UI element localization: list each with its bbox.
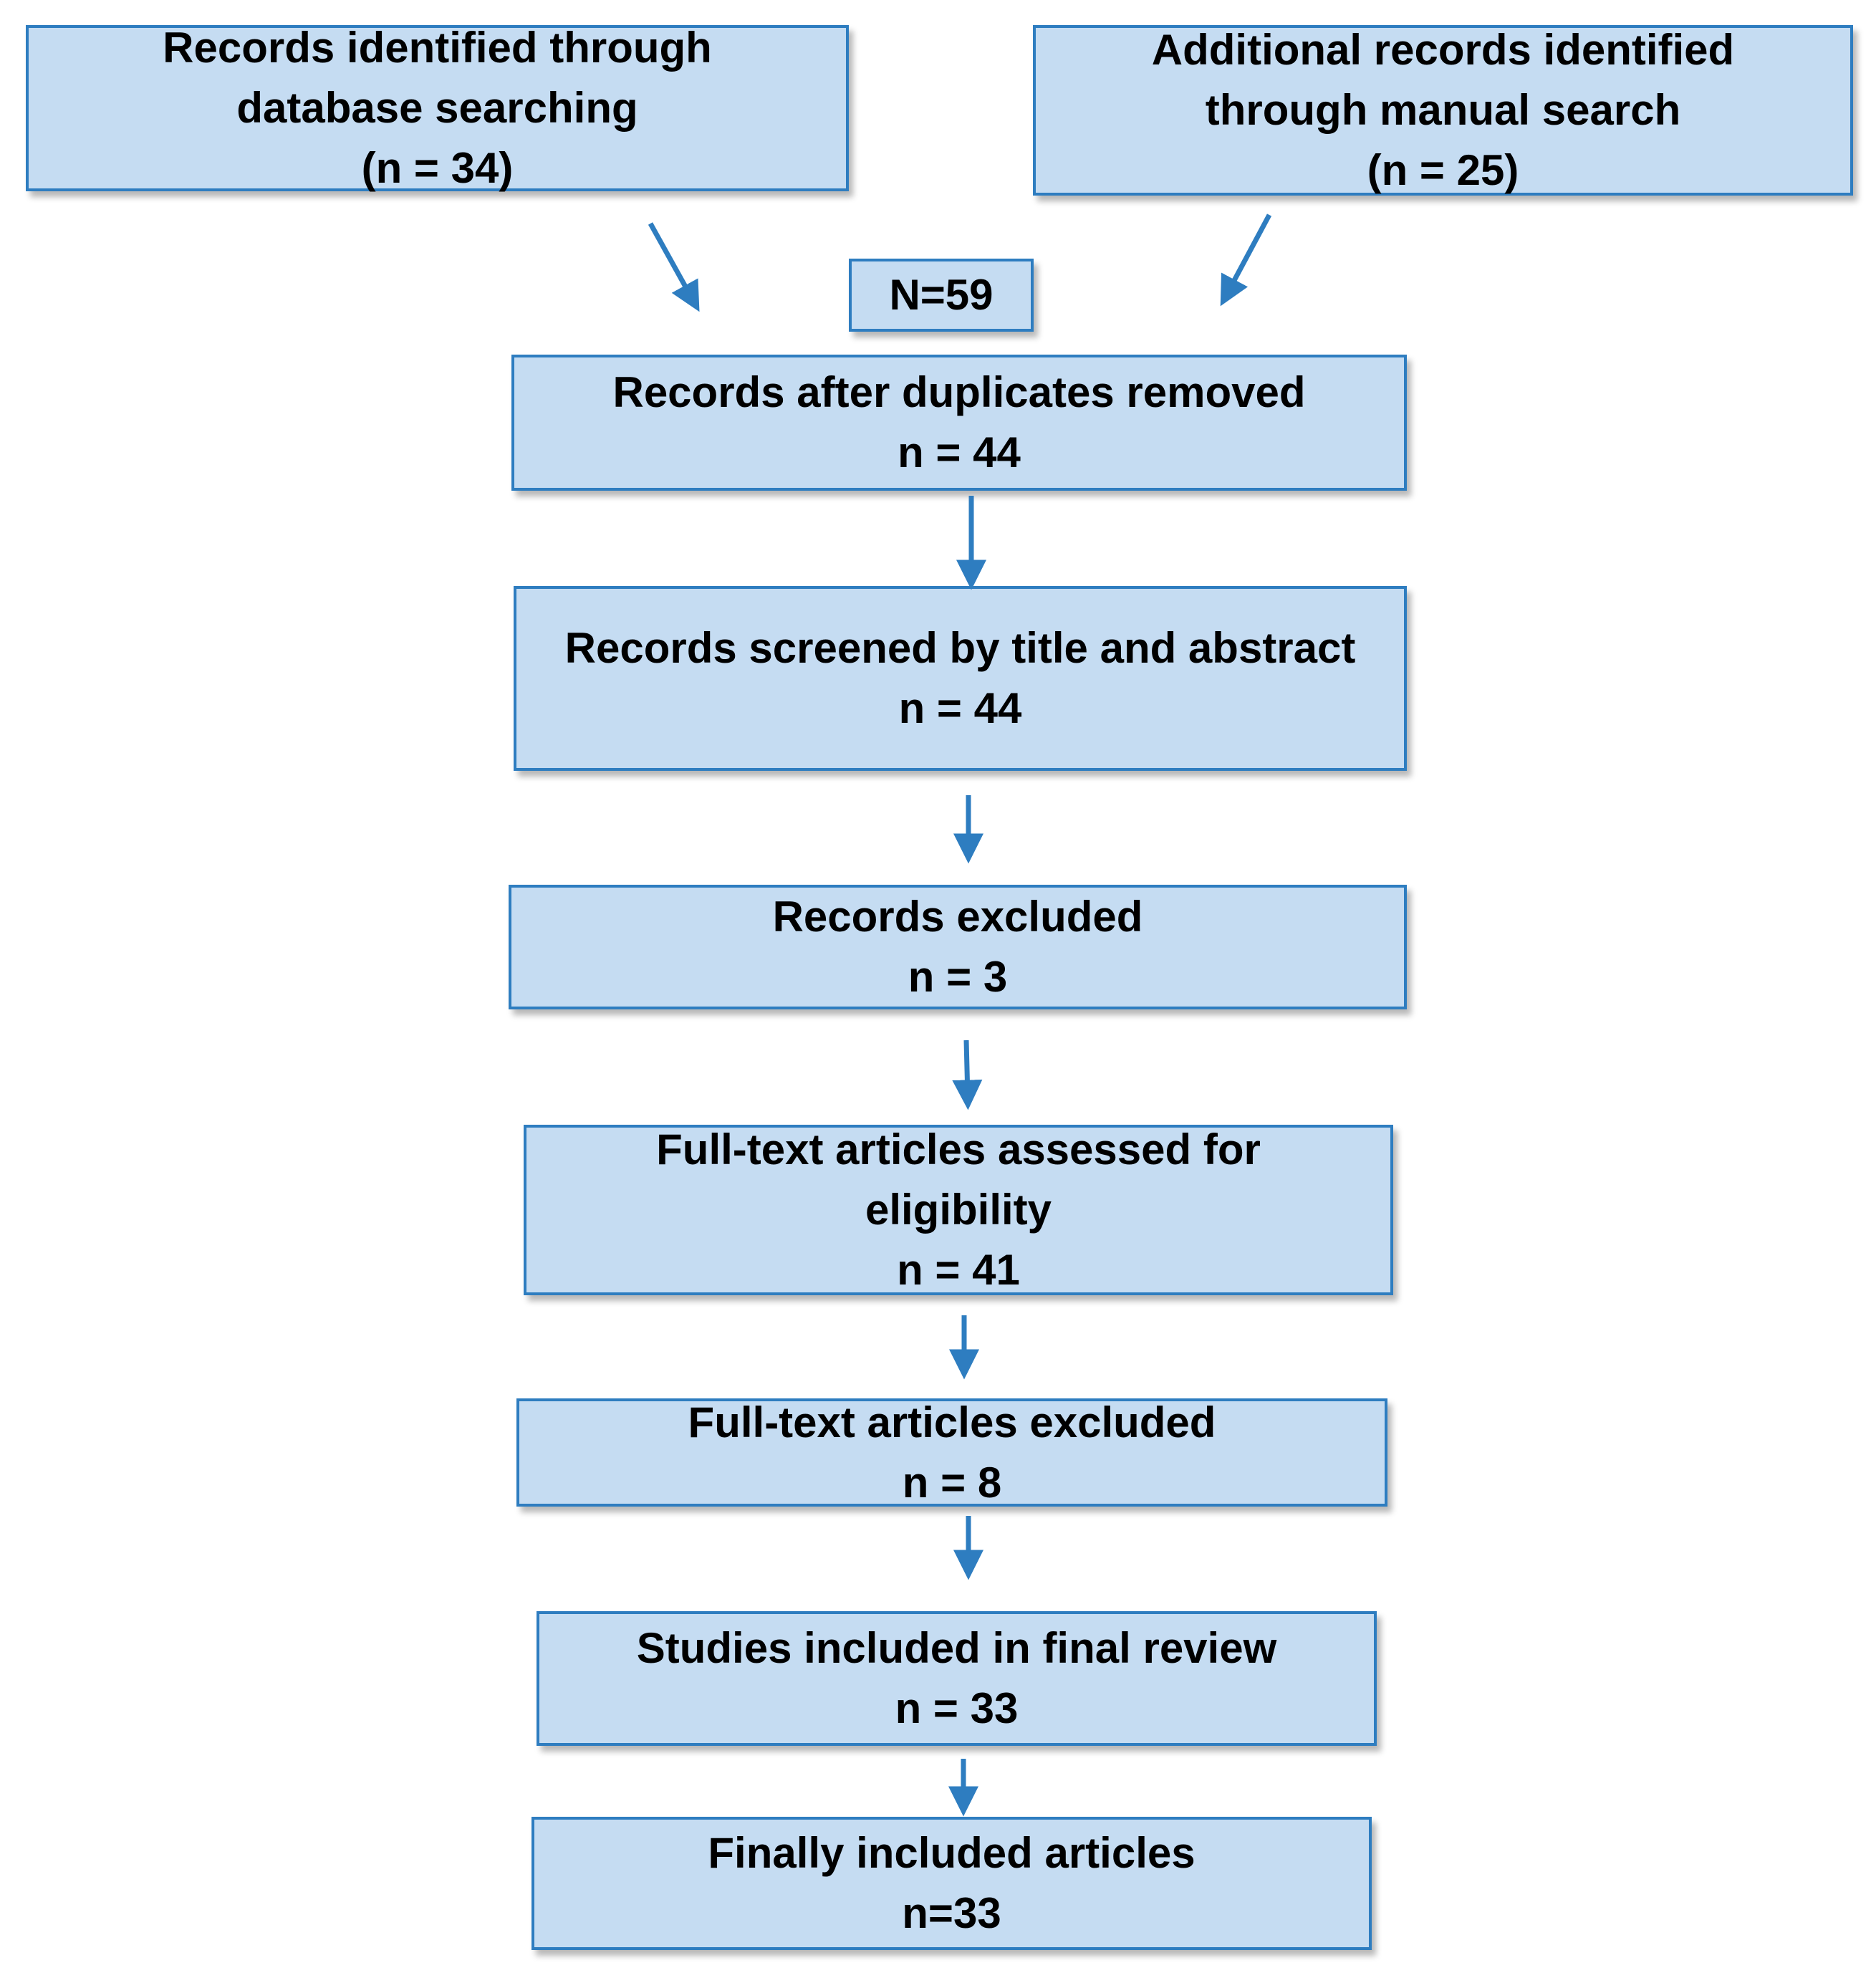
database-search-line1: Records identified through	[163, 24, 712, 72]
records-excluded-label: Records excluded	[772, 893, 1143, 941]
fulltext-assessed-line2: eligibility	[865, 1186, 1052, 1234]
fulltext-assessed-count: n = 41	[897, 1246, 1020, 1294]
duplicates-removed-count: n = 44	[898, 428, 1021, 476]
fulltext-assessed-line1: Full-text articles assessed for	[656, 1125, 1261, 1173]
database-search-count: (n = 34)	[361, 144, 514, 192]
manual-search-box: Additional records identified through ma…	[1033, 25, 1853, 196]
records-excluded-box: Records excluded n = 3	[509, 885, 1407, 1009]
arrow-manual-to-total	[1220, 213, 1272, 307]
records-excluded-count: n = 3	[908, 953, 1008, 1001]
finally-included-box: Finally included articles n=33	[531, 1817, 1372, 1950]
manual-search-line2: through manual search	[1205, 86, 1681, 134]
fulltext-excluded-box: Full-text articles excluded n = 8	[516, 1398, 1387, 1507]
studies-included-count: n = 33	[895, 1684, 1019, 1732]
manual-search-count: (n = 25)	[1367, 146, 1519, 194]
database-search-box: Records identified through database sear…	[26, 24, 849, 192]
fulltext-assessed-box: Full-text articles assessed for eligibil…	[524, 1125, 1393, 1295]
finally-included-label: Finally included articles	[708, 1829, 1196, 1877]
finally-included-count: n=33	[902, 1889, 1001, 1937]
arrow-excluded-to-fulltext	[952, 1039, 983, 1110]
manual-search-line1: Additional records identified	[1151, 26, 1735, 74]
fulltext-excluded-count: n = 8	[902, 1458, 1002, 1507]
duplicates-removed-box: Records after duplicates removed n = 44	[511, 355, 1407, 491]
total-records-label: N=59	[889, 271, 994, 319]
screened-label: Records screened by title and abstract	[564, 624, 1356, 672]
screened-count: n = 44	[898, 684, 1022, 732]
studies-included-label: Studies included in final review	[636, 1624, 1277, 1672]
database-search-line2: database searching	[236, 84, 638, 132]
total-records-box: N=59	[849, 259, 1034, 332]
screened-box: Records screened by title and abstract n…	[514, 586, 1407, 771]
fulltext-excluded-label: Full-text articles excluded	[688, 1398, 1216, 1446]
studies-included-box: Studies included in final review n = 33	[537, 1611, 1377, 1746]
duplicates-removed-label: Records after duplicates removed	[612, 368, 1306, 416]
arrow-database-to-total	[648, 222, 700, 312]
